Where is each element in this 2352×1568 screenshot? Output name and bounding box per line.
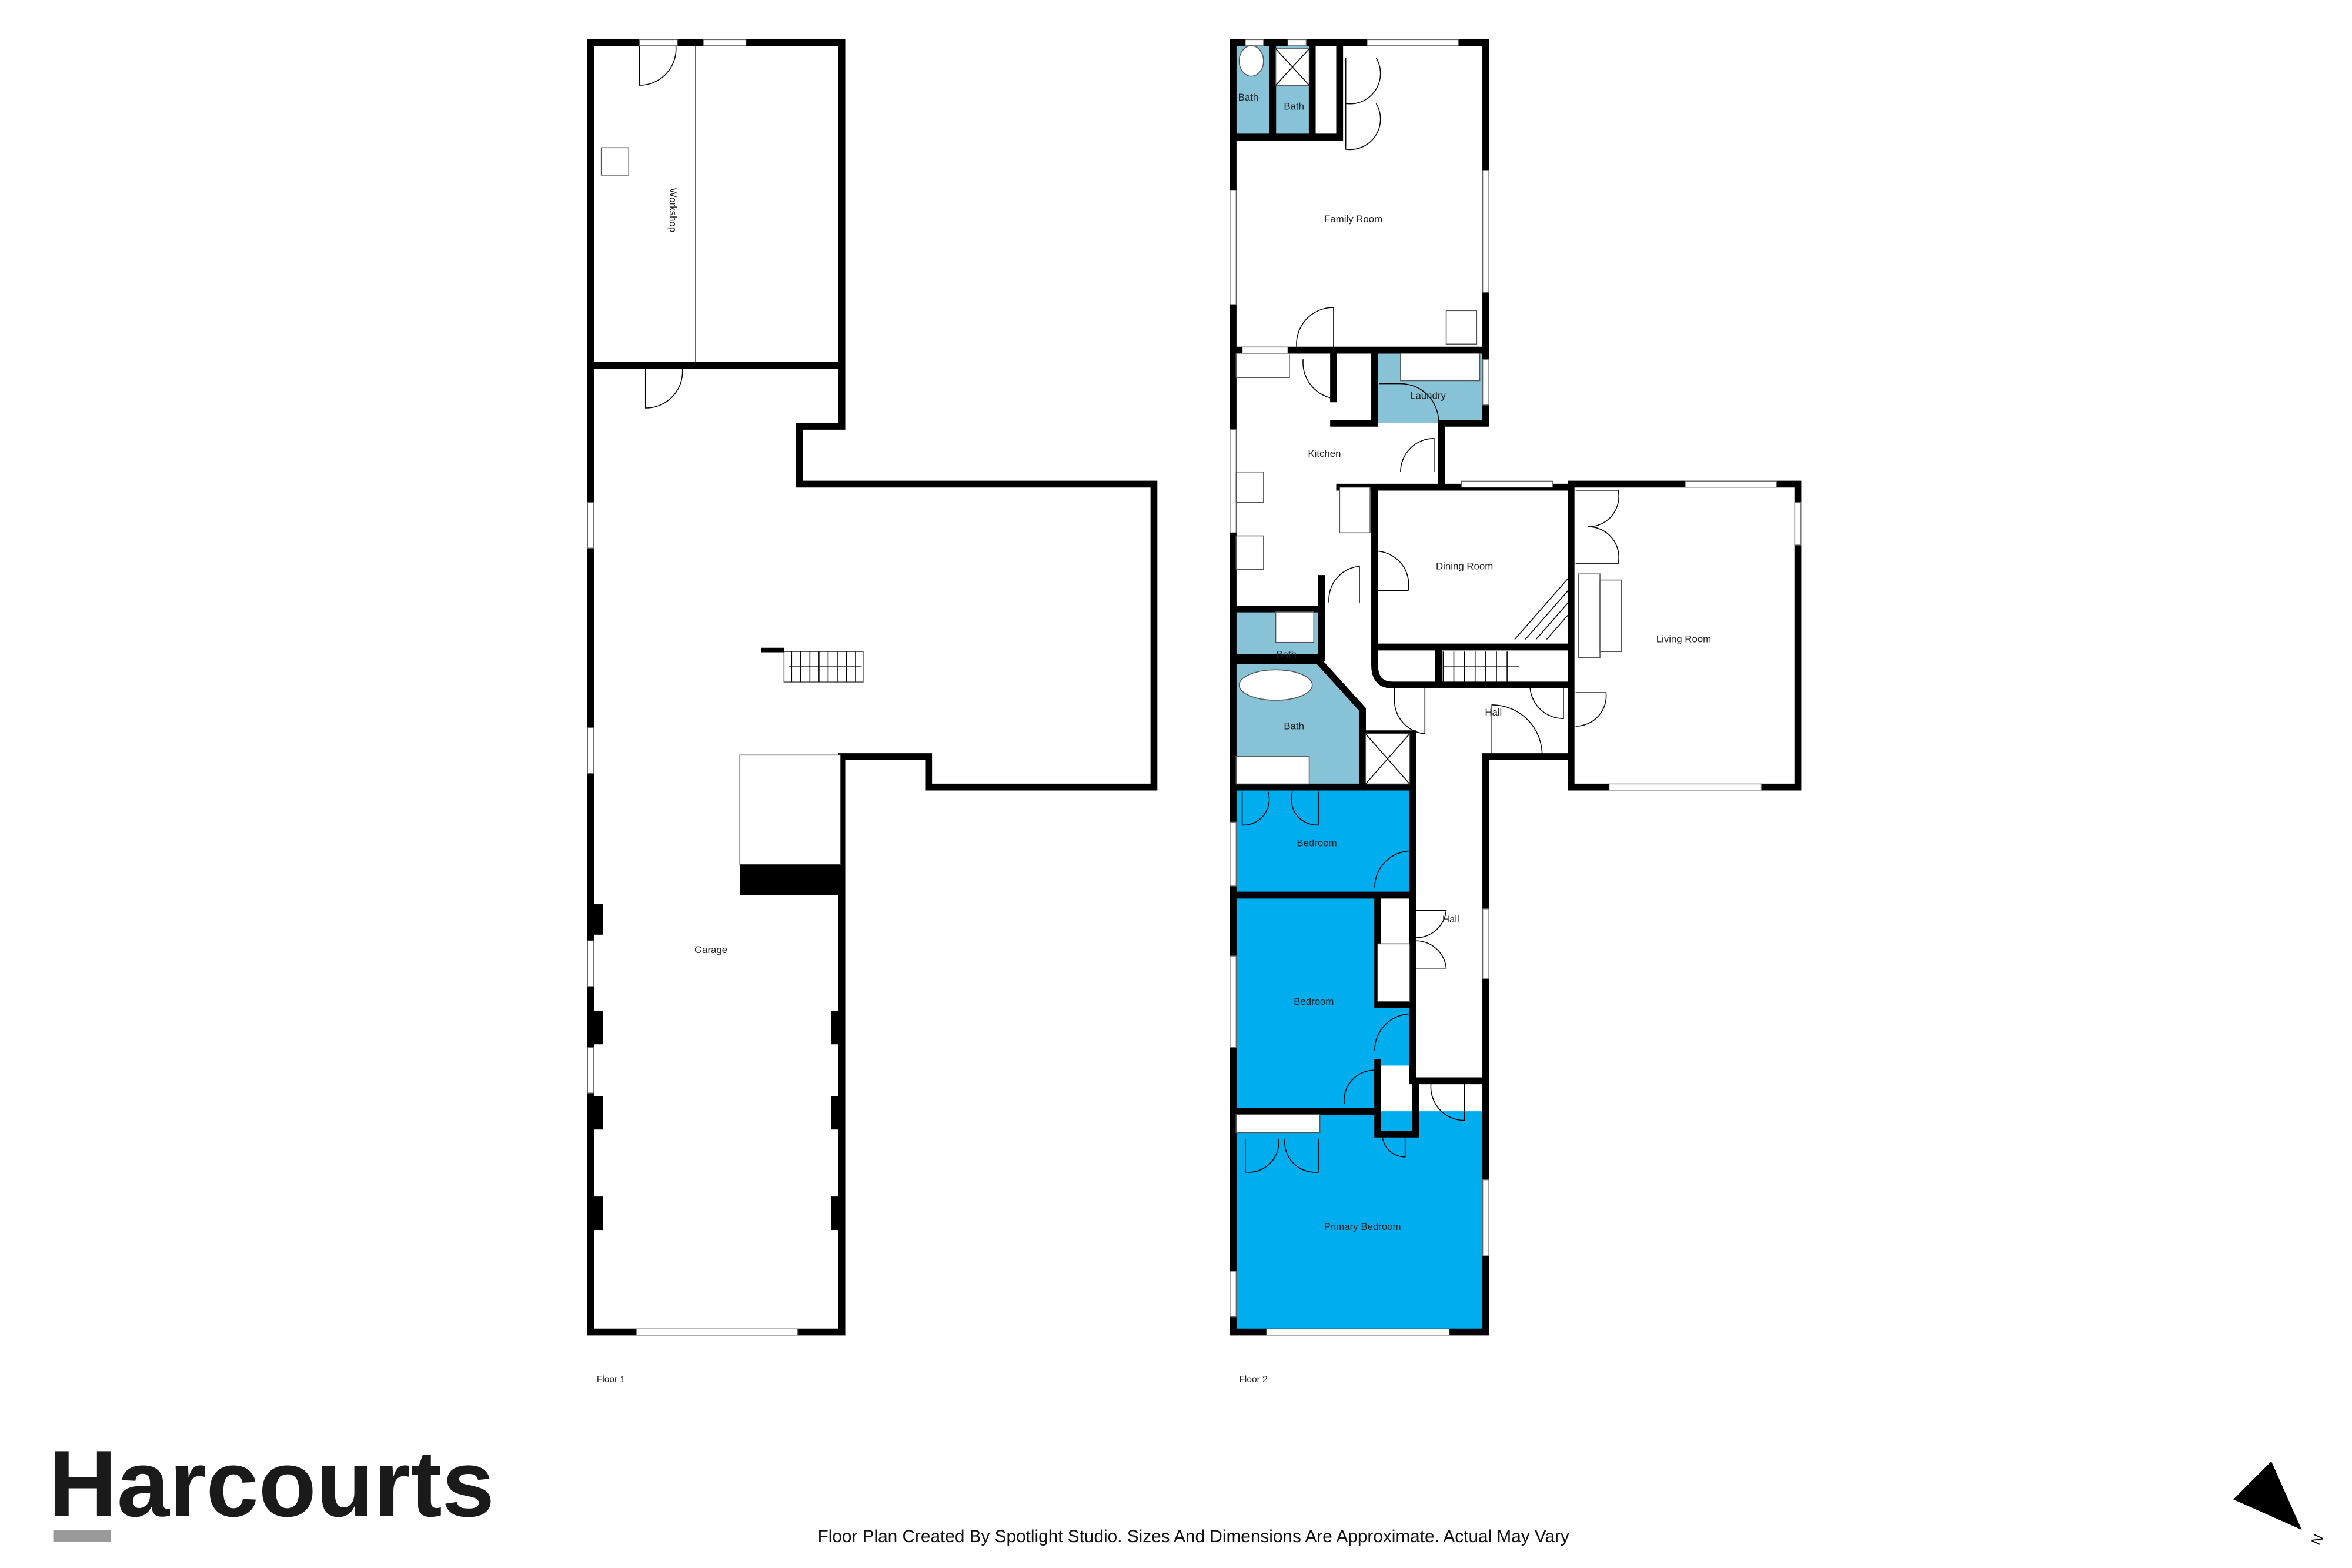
room-label-laundry: Laundry [1410,390,1446,401]
room-label-bath-lower: Bath [1284,720,1304,731]
room-label-bath-middle: Bath [1276,649,1297,660]
north-arrow-icon: N [2233,1461,2327,1547]
door-swings [1241,58,1619,1173]
room-label-bedroom-2: Bedroom [1294,996,1334,1007]
garage-columns [590,904,844,1231]
room-label-living-room: Living Room [1656,634,1711,645]
room-label-bath-top-right: Bath [1284,101,1304,112]
room-label-dining-room: Dining Room [1436,560,1493,571]
floor-1-plan: Workshop Garage Floor 1 [587,39,1158,1385]
room-label-workshop: Workshop [667,188,679,232]
room-label-hall-lower: Hall [1442,914,1459,925]
floor-2-plan: Bath Bath Family Room Laundry Kitchen Di… [1230,39,1802,1385]
floor-1-stairs [761,647,864,683]
floor-2-label: Floor 2 [1239,1375,1267,1385]
north-label: N [2308,1532,2327,1547]
disclaimer-text: Floor Plan Created By Spotlight Studio. … [818,1527,1569,1546]
floor-1-walls [587,39,1158,1336]
room-label-bedroom-1: Bedroom [1297,838,1337,849]
room-label-kitchen: Kitchen [1308,448,1341,459]
floor-1-label: Floor 1 [597,1375,625,1385]
room-label-bath-top-left: Bath [1238,92,1259,103]
logo-bar [53,1530,111,1542]
floor-2-walls [1230,39,1802,1336]
workshop-room [600,45,696,363]
floor-2-stairs [1442,578,1569,683]
harcourts-logo: Harcourts [49,1432,495,1537]
room-label-primary-bedroom: Primary Bedroom [1324,1221,1401,1232]
room-label-hall-upper: Hall [1485,707,1502,718]
room-label-family-room: Family Room [1324,213,1382,225]
floor-1-windows [587,39,799,1336]
fixtures [1235,45,1622,1134]
garage-door-swing [644,365,683,409]
floor-2-windows [1230,39,1802,1336]
room-label-garage: Garage [694,944,727,955]
